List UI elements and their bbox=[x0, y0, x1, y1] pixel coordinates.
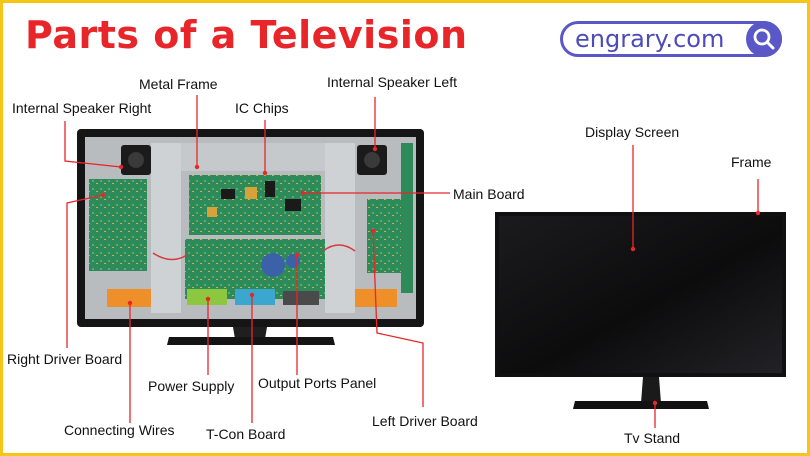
label-internal-speaker-left: Internal Speaker Left bbox=[327, 74, 457, 90]
tv-stand bbox=[573, 401, 709, 409]
label-metal-frame: Metal Frame bbox=[139, 76, 218, 92]
search-icon-glyph bbox=[753, 28, 775, 50]
label-internal-speaker-right: Internal Speaker Right bbox=[12, 100, 152, 116]
label-frame: Frame bbox=[731, 154, 772, 170]
illustration-layer bbox=[64, 95, 786, 428]
label-power-supply: Power Supply bbox=[148, 378, 235, 394]
label-main-board: Main Board bbox=[453, 186, 525, 202]
main-board bbox=[189, 175, 321, 235]
right-driver-board bbox=[89, 179, 147, 271]
label-ic-chips: IC Chips bbox=[235, 100, 289, 116]
label-t-con-board: T-Con Board bbox=[206, 426, 286, 442]
brand-badge[interactable]: engrary.com bbox=[560, 21, 782, 57]
t-con-connector bbox=[235, 289, 275, 305]
label-right-driver-board: Right Driver Board bbox=[7, 351, 123, 367]
tv-front bbox=[495, 212, 786, 409]
display-screen bbox=[499, 216, 782, 373]
output-ports bbox=[283, 291, 319, 305]
leader-dots bbox=[100, 146, 761, 406]
brand-name: engrary.com bbox=[575, 25, 725, 53]
page-title: Parts of a Television bbox=[25, 13, 468, 57]
label-connecting-wires: Connecting Wires bbox=[64, 422, 175, 438]
search-icon[interactable] bbox=[746, 21, 782, 57]
tv-internals bbox=[77, 129, 424, 345]
label-left-driver-board: Left Driver Board bbox=[372, 413, 478, 429]
leader-lines bbox=[64, 95, 759, 428]
power-supply-connector bbox=[187, 289, 227, 305]
metal-frame-plate-left bbox=[151, 143, 181, 313]
connector-orange-left bbox=[107, 289, 151, 307]
metal-frame-plate-right bbox=[325, 143, 355, 313]
label-output-ports-panel: Output Ports Panel bbox=[258, 375, 377, 391]
label-tv-stand: Tv Stand bbox=[624, 430, 681, 446]
label-display-screen: Display Screen bbox=[585, 124, 680, 140]
